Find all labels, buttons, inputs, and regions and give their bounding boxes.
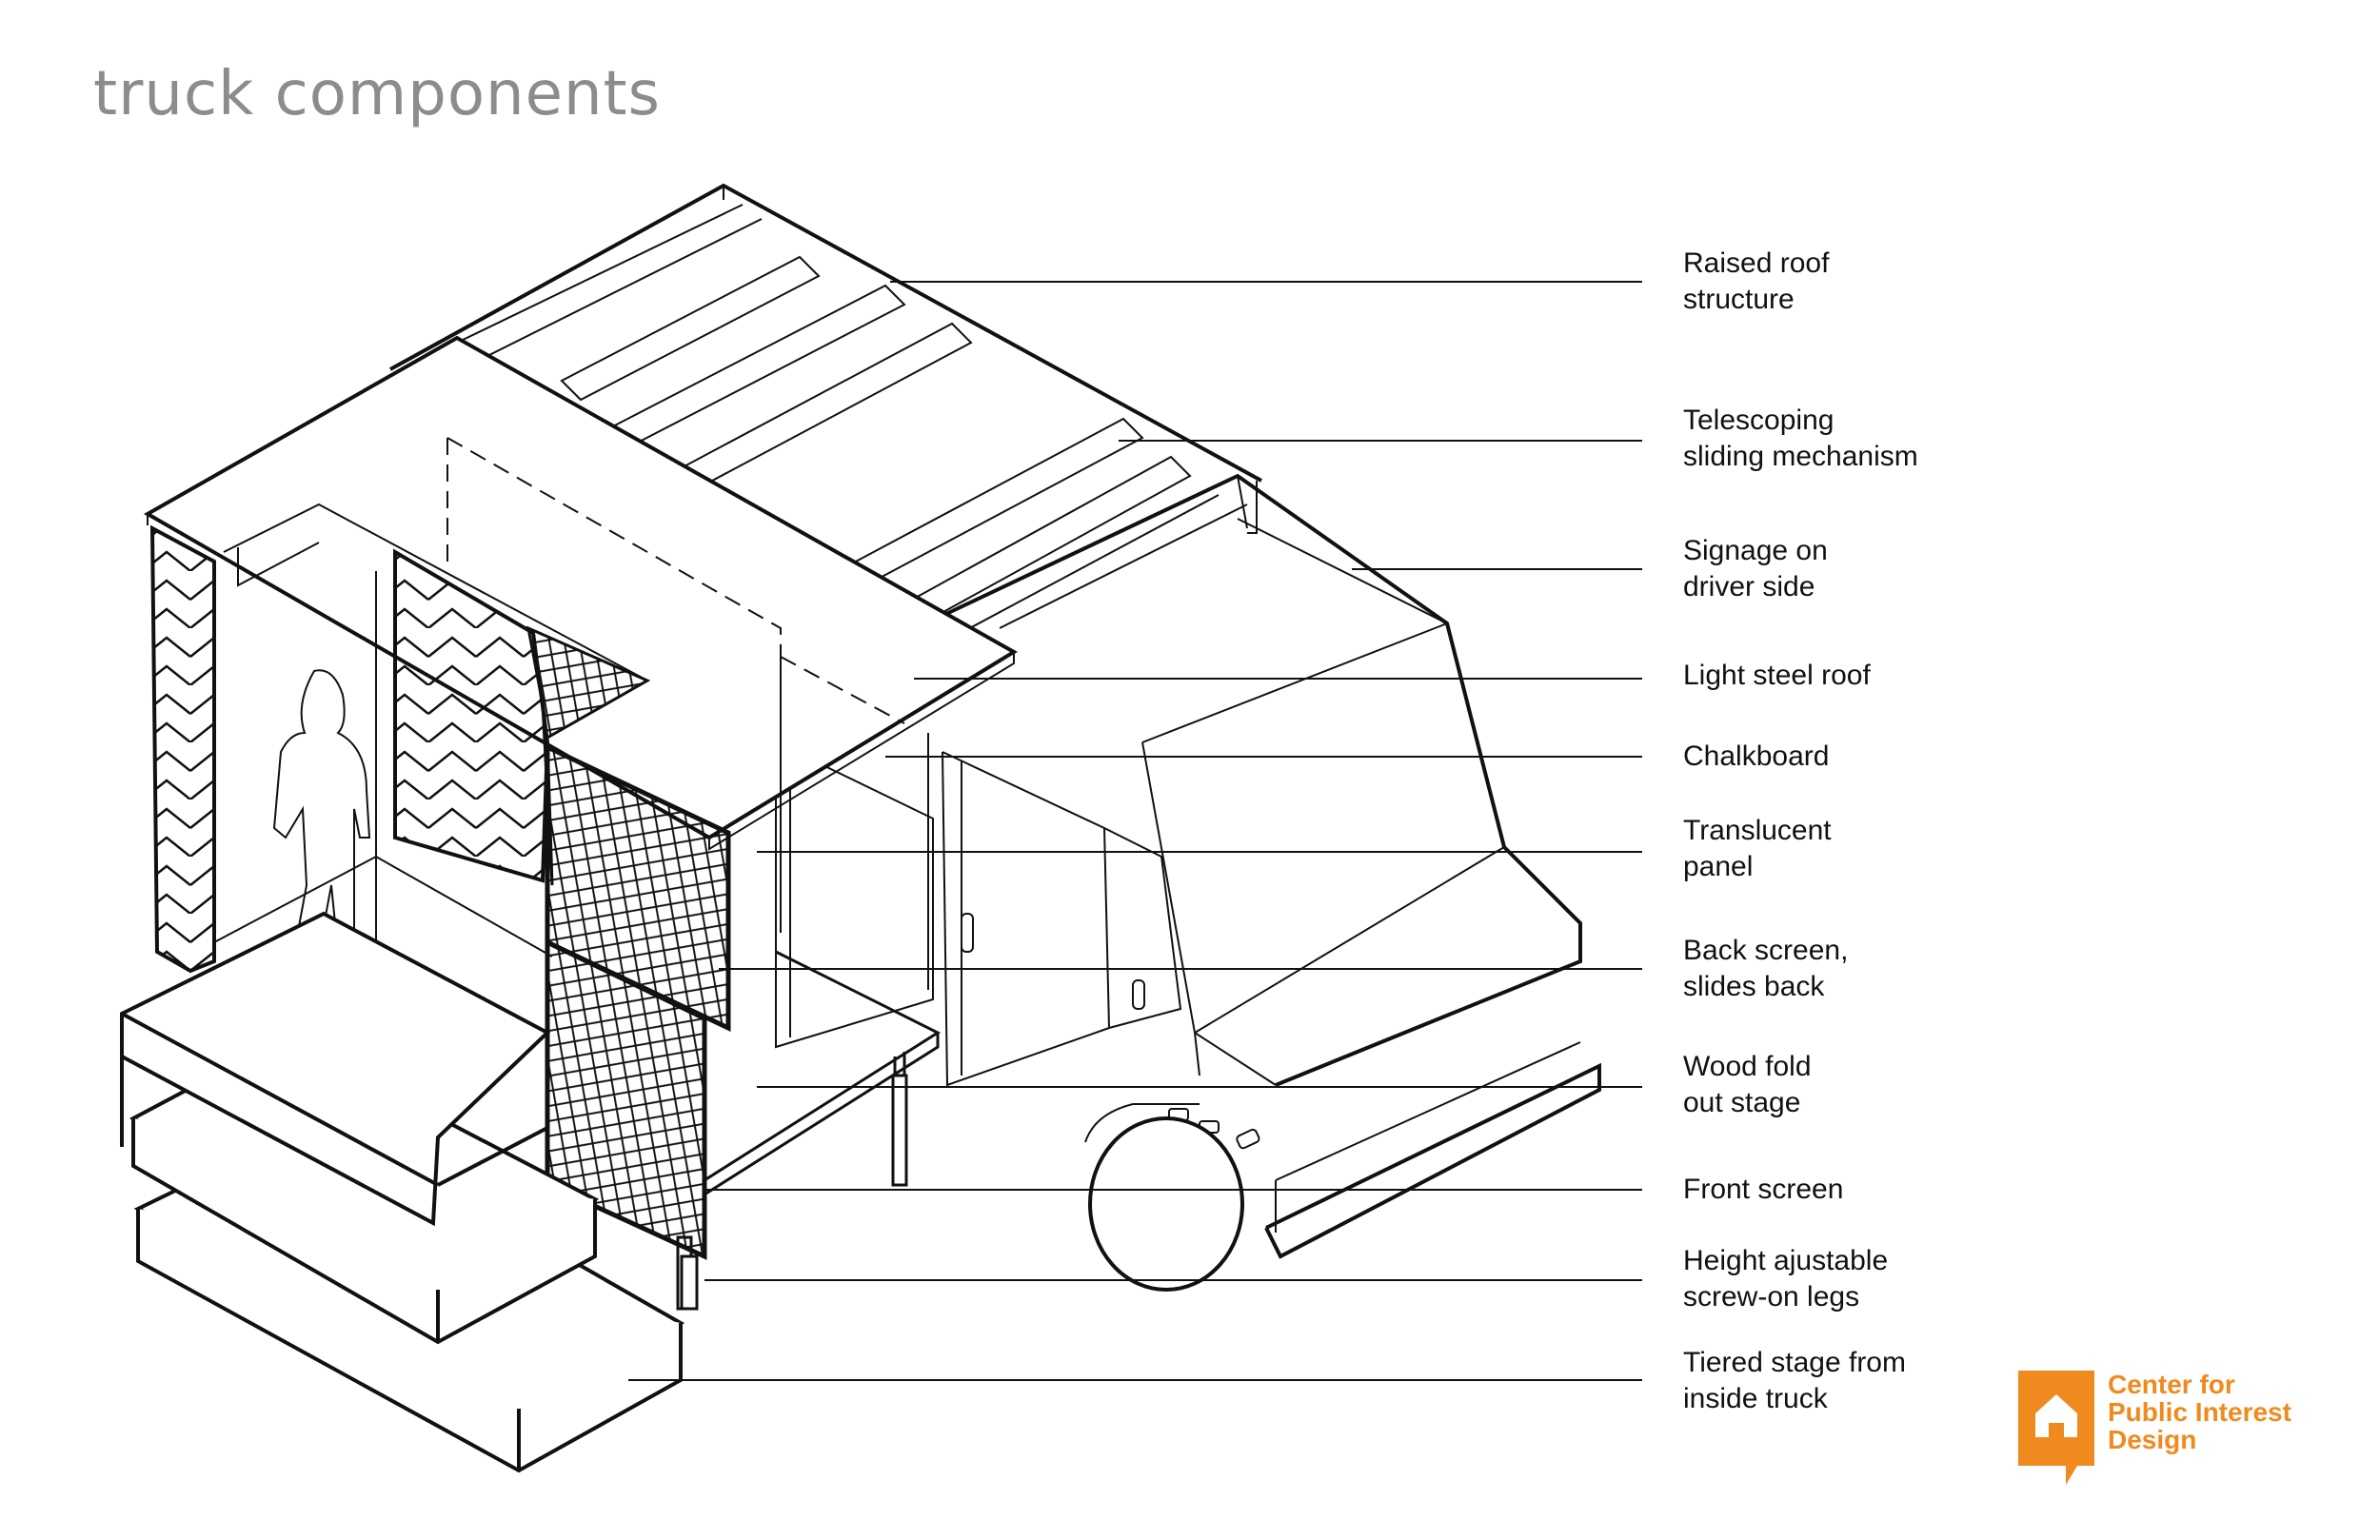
translucent-panel	[545, 743, 731, 1032]
truck-body	[775, 473, 1601, 1292]
front-screen	[545, 938, 707, 1260]
left-side-panel	[149, 524, 216, 974]
cpid-logo: Center for Public Interest Design	[2018, 1371, 2323, 1485]
page-title: truck components	[93, 59, 661, 129]
label-light-steel-roof: Light steel roof	[1683, 660, 1871, 691]
chalkboard	[446, 437, 929, 990]
person-silhouette	[272, 669, 377, 954]
logo-text: Center for Public Interest Design	[2108, 1370, 2291, 1454]
label-back-screen: Back screen,slides back	[1683, 935, 1849, 1002]
interior	[213, 503, 648, 958]
house-logo-icon	[2018, 1371, 2094, 1485]
leader-lines	[628, 281, 1642, 1381]
label-front-screen: Front screen	[1683, 1174, 1844, 1205]
label-chalkboard: Chalkboard	[1683, 740, 1830, 772]
screw-on-legs	[680, 1074, 908, 1311]
tiered-stage	[120, 911, 685, 1475]
